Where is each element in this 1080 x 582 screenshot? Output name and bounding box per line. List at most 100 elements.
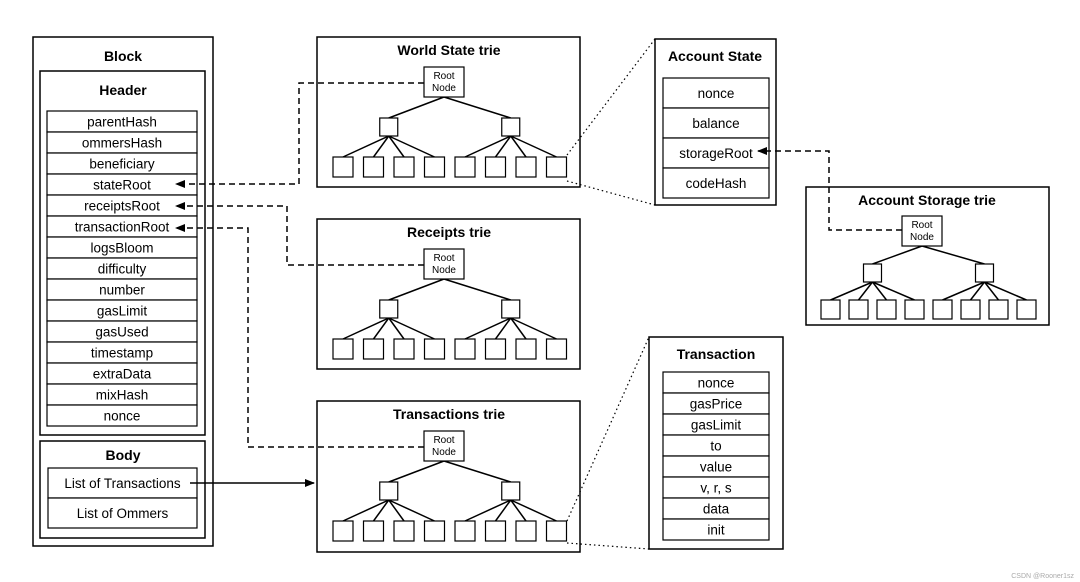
tree-edge	[388, 135, 435, 158]
leaf-node	[454, 338, 476, 360]
tree-edge	[388, 499, 435, 522]
leaf-node	[362, 520, 385, 542]
account-state-field-cell	[662, 137, 770, 169]
transaction-field-label: gasLimit	[691, 418, 742, 433]
transaction-field-label: init	[707, 523, 725, 538]
account-state-field-cell	[662, 77, 770, 109]
transaction-field-label: data	[703, 502, 730, 517]
leaf-node	[332, 338, 354, 360]
leaf-node	[454, 156, 476, 178]
tree-edge	[857, 281, 874, 301]
leaf-node	[876, 299, 897, 320]
internal-node	[379, 299, 399, 319]
header-field-label: mixHash	[96, 388, 149, 403]
leaf-node	[423, 520, 446, 542]
leaf-node	[454, 520, 476, 542]
watermark: CSDN @Rooner1sz	[1011, 573, 1074, 580]
tree-edge	[494, 135, 512, 158]
account-state-field-label: nonce	[698, 86, 735, 101]
leaf-node	[515, 520, 537, 542]
header-field-label: beneficiary	[89, 157, 155, 172]
leaf-node	[393, 156, 415, 178]
header-field-label: number	[99, 283, 145, 298]
account-state-field-cell	[662, 167, 770, 199]
header-field-label: nonce	[104, 409, 141, 424]
header-field-cell	[46, 404, 198, 427]
tree-edge	[510, 135, 527, 158]
tree-edge	[510, 499, 557, 522]
tree-edge	[510, 499, 527, 522]
transactionroot-link	[175, 224, 424, 448]
header-field-label: parentHash	[87, 115, 157, 130]
header-field-label: logsBloom	[90, 241, 153, 256]
tree-edge	[388, 96, 445, 119]
body-field-label: List of Transactions	[64, 476, 181, 491]
tree-edge	[871, 281, 888, 301]
receipts-trie-box	[316, 218, 581, 370]
leaf-node	[332, 156, 354, 178]
tree-edge	[510, 317, 557, 340]
root-node-label: Node	[432, 83, 456, 94]
block-title: Block	[104, 48, 142, 64]
root-node-label: Node	[910, 232, 934, 243]
account-storage-trie-title: Account Storage trie	[858, 192, 996, 208]
account-state-title: Account State	[668, 48, 762, 64]
tree-edge	[342, 499, 390, 522]
transactions-trie-title: Transactions trie	[393, 406, 505, 422]
internal-node	[379, 481, 399, 501]
leaf-node	[932, 299, 953, 320]
internal-node	[862, 263, 883, 283]
tree-edge	[830, 281, 873, 301]
header-field-label: receiptsRoot	[84, 199, 160, 214]
leaf-node	[545, 338, 568, 360]
tree-edge	[969, 281, 986, 301]
account-state: Account State noncebalancestorageRootcod…	[654, 38, 777, 206]
storageroot-link	[757, 147, 902, 231]
transactions-trie-box	[316, 400, 581, 553]
body-title: Body	[106, 447, 141, 463]
leaf-node	[960, 299, 981, 320]
leaf-node	[848, 299, 869, 320]
header-field-label: gasUsed	[95, 325, 148, 340]
tree-edge	[942, 281, 985, 301]
internal-node	[501, 481, 521, 501]
leaf-node	[332, 520, 354, 542]
tree-edge	[388, 278, 445, 301]
body-field-cell	[47, 497, 198, 529]
header-field-label: extraData	[93, 367, 152, 382]
internal-node	[501, 299, 521, 319]
root-node	[423, 66, 465, 98]
leaf-node	[484, 156, 507, 178]
internal-node	[501, 117, 521, 137]
leaf-node	[423, 156, 446, 178]
header-field-label: stateRoot	[93, 178, 151, 193]
account-state-field-label: storageRoot	[679, 146, 753, 161]
header-fields: parentHashommersHashbeneficiarystateRoot…	[46, 110, 198, 427]
stateroot-link	[175, 82, 424, 188]
transaction-field-label: v, r, s	[700, 481, 732, 496]
leaf-node	[904, 299, 925, 320]
root-node-label: Root	[433, 253, 454, 264]
tree-edge	[494, 499, 512, 522]
header-field-label: gasLimit	[97, 304, 148, 319]
leaf-node	[515, 338, 537, 360]
root-node	[423, 248, 465, 280]
leaf-node	[820, 299, 841, 320]
root-node-label: Root	[433, 435, 454, 446]
block-container: Block Header parentHashommersHashbenefic…	[32, 36, 214, 547]
world-state-trie-box	[316, 36, 581, 188]
account-state-field-label: codeHash	[686, 176, 747, 191]
account-state-field-cell	[662, 107, 770, 139]
tree-edge	[388, 317, 405, 340]
leaf-node	[484, 520, 507, 542]
receiptsroot-link	[175, 202, 424, 266]
